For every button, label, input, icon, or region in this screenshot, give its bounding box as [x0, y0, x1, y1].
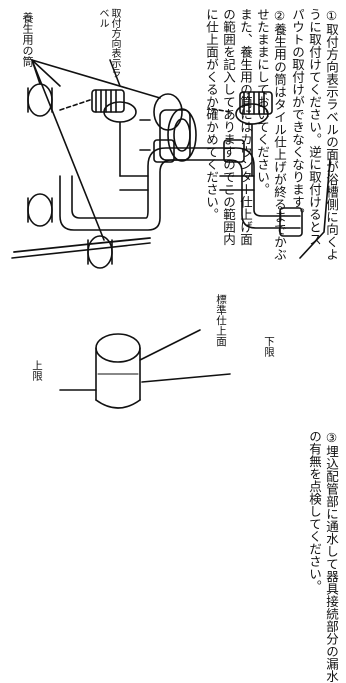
note-1: ①取付方向表示ラベルの面が浴槽側に向くよ うに取付けてください。逆に取付けるとス… [290, 8, 339, 261]
sleeve-gauge-diagram [59, 329, 231, 409]
note-3: ③埋込配管部に通水して器具接続部分の漏水 の有無を点検してください。 [307, 430, 339, 683]
protective-sleeve-2 [153, 93, 183, 131]
pipe-lower [59, 159, 301, 231]
upper-limit-label: 上限 [31, 360, 43, 381]
note-2: ②養生用の筒はタイル仕上げが終るまでかぶ せたままにしておいてください。 また、… [204, 8, 287, 261]
installation-illustration [11, 59, 331, 269]
protective-sleeve-3 [87, 235, 113, 269]
valve-stem-left [91, 89, 125, 113]
valve-stem-right [239, 91, 273, 115]
label-caption: 取付方向表示ラベル [97, 8, 120, 78]
lower-limit-label: 下限 [263, 336, 275, 357]
standard-finish-label: 標準仕上面 [215, 294, 227, 347]
protective-sleeve-4 [27, 193, 53, 227]
sleeve-caption: 養生用の筒 [21, 12, 34, 67]
